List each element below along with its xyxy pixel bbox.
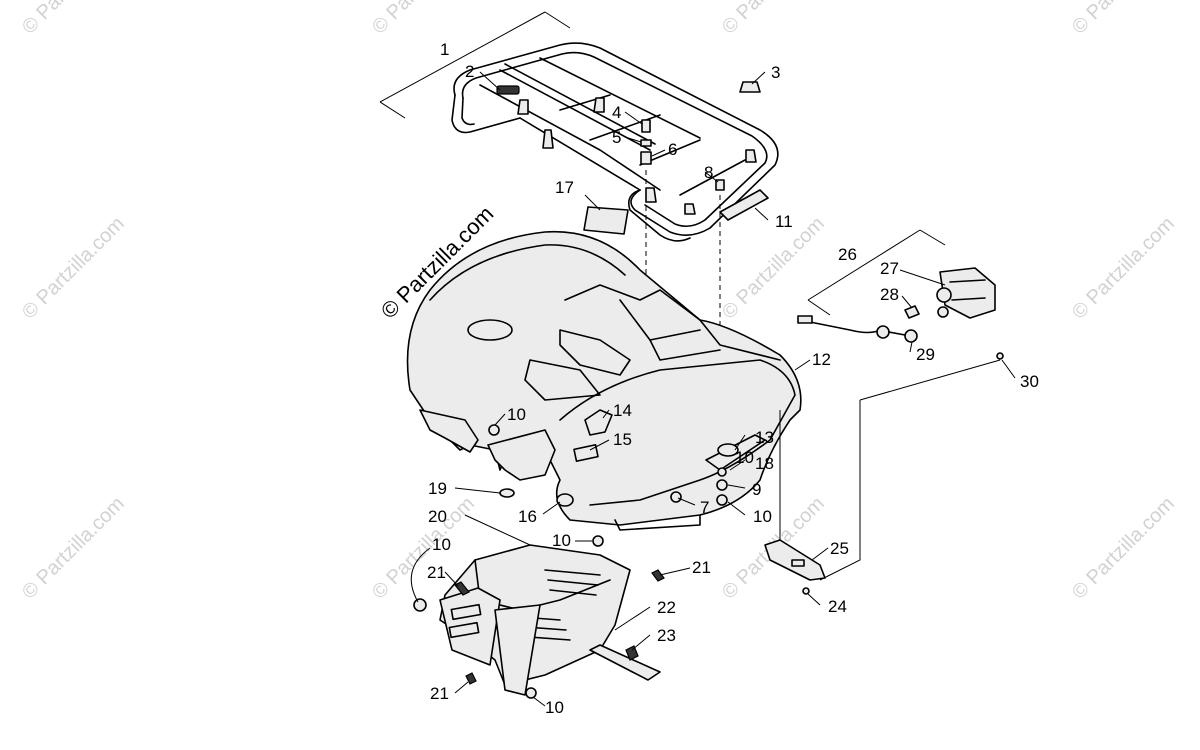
callout-21-c: 21	[430, 684, 449, 703]
watermark: © Partzilla.com	[1068, 213, 1179, 324]
callout-9: 9	[752, 480, 761, 499]
callout-6: 6	[668, 140, 677, 159]
part-10-a[interactable]	[488, 424, 500, 436]
callout-21-a: 21	[427, 563, 446, 582]
part-2[interactable]	[496, 85, 520, 95]
watermark: © Partzilla.com	[1068, 0, 1179, 39]
part-4[interactable]	[641, 119, 651, 133]
watermark: © Partzilla.com	[18, 213, 129, 324]
callout-4: 4	[612, 103, 621, 122]
part-10-b[interactable]	[592, 535, 604, 547]
callout-20: 20	[428, 507, 447, 526]
leader-lines	[410, 71, 1016, 707]
watermark: © Partzilla.com	[18, 0, 129, 39]
watermark: © Partzilla.com	[1068, 493, 1179, 604]
callout-27: 27	[880, 259, 899, 278]
callout-10-c: 10	[552, 531, 571, 550]
callout-18: 18	[755, 454, 774, 473]
part-18[interactable]	[717, 467, 727, 477]
part-5[interactable]	[640, 139, 652, 147]
part-6[interactable]	[640, 151, 652, 165]
hitch-bracket[interactable]	[764, 539, 826, 581]
bolts	[454, 569, 665, 685]
callout-25: 25	[830, 539, 849, 558]
part-21-a[interactable]	[454, 581, 470, 596]
rear-rack[interactable]	[451, 42, 779, 242]
callout-22: 22	[657, 598, 676, 617]
callout-14: 14	[613, 401, 632, 420]
callout-28: 28	[880, 285, 899, 304]
callout-10-b: 10	[753, 507, 772, 526]
callout-13: 13	[755, 428, 774, 447]
watermark: © Partzilla.com	[368, 0, 479, 39]
part-24[interactable]	[802, 587, 810, 595]
callout-15: 15	[613, 430, 632, 449]
callout-16: 16	[518, 507, 537, 526]
part-10-c[interactable]	[413, 598, 427, 612]
part-19[interactable]	[499, 488, 515, 498]
callout-12: 12	[812, 350, 831, 369]
callout-labels: 1 2 3 4 5 6 7 8 9 10 10 10 10 10 10 11 1…	[427, 40, 1039, 717]
callout-7: 7	[700, 498, 709, 517]
callout-23: 23	[657, 626, 676, 645]
callout-8: 8	[704, 163, 713, 182]
small-hardware	[496, 81, 761, 191]
part-7[interactable]	[670, 491, 682, 503]
callout-29: 29	[916, 345, 935, 364]
callout-21-b: 21	[692, 558, 711, 577]
part-10-d[interactable]	[525, 687, 537, 699]
watermark: © Partzilla.com	[718, 0, 829, 39]
watermark: © Partzilla.com	[18, 493, 129, 604]
callout-1: 1	[440, 40, 449, 59]
callout-2: 2	[465, 62, 474, 81]
callout-10-f: 10	[735, 448, 754, 467]
part-10-e[interactable]	[716, 494, 728, 506]
callout-17: 17	[555, 178, 574, 197]
part-22[interactable]	[589, 644, 661, 681]
part-3[interactable]	[739, 81, 761, 93]
callout-11: 11	[775, 212, 793, 231]
callout-26: 26	[838, 245, 857, 264]
callout-10-e: 10	[545, 698, 564, 717]
part-30[interactable]	[996, 352, 1004, 360]
watermark: © Partzilla.com	[718, 213, 829, 324]
decal-17[interactable]	[583, 206, 629, 235]
footwell[interactable]	[439, 544, 631, 696]
callout-3: 3	[771, 63, 780, 82]
rear-fender[interactable]	[406, 230, 802, 531]
part-9[interactable]	[716, 479, 728, 491]
callout-5: 5	[612, 128, 621, 147]
part-21-c[interactable]	[465, 672, 477, 685]
taillight-assembly[interactable]	[797, 267, 996, 343]
part-23[interactable]	[625, 645, 639, 661]
callout-24: 24	[828, 597, 847, 616]
callout-10-a: 10	[507, 405, 526, 424]
part-8[interactable]	[715, 179, 725, 191]
callout-10-d: 10	[432, 535, 451, 554]
callout-30: 30	[1020, 372, 1039, 391]
callout-19: 19	[428, 479, 447, 498]
part-21-b[interactable]	[651, 569, 665, 582]
